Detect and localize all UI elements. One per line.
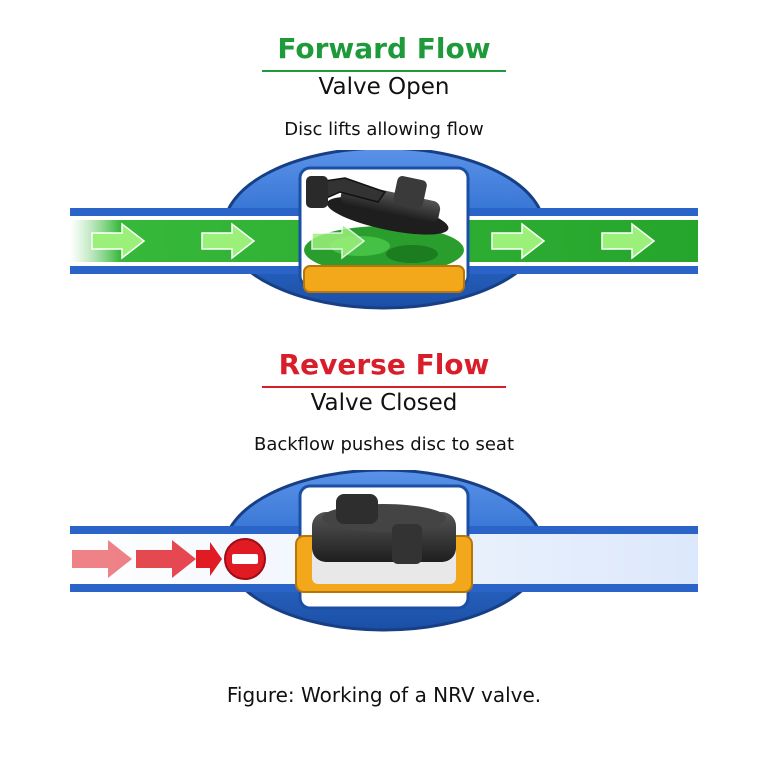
right-arrow-icon — [311, 222, 366, 260]
reverse-arrow-1 — [72, 540, 132, 578]
forward-flow-description: Disc lifts allowing flow — [284, 119, 484, 140]
reverse-title-underline — [262, 386, 506, 388]
right-arrow-icon — [491, 222, 546, 260]
reverse-flow-title: Reverse Flow — [278, 348, 490, 381]
forward-valve-seat — [303, 265, 465, 293]
forward-flow-title: Forward Flow — [277, 32, 491, 65]
right-arrow-icon — [91, 222, 146, 260]
reverse-disc — [312, 494, 456, 564]
forward-valve-state: Valve Open — [318, 74, 450, 100]
figure-caption: Figure: Working of a NRV valve. — [226, 683, 542, 707]
reverse-arrow-2 — [136, 540, 196, 578]
forward-title-underline — [262, 70, 506, 72]
right-arrow-icon — [201, 222, 256, 260]
no-entry-icon — [224, 538, 266, 580]
reverse-valve-state: Valve Closed — [310, 390, 458, 416]
forward-valve-diagram — [70, 150, 698, 310]
reverse-arrows — [72, 540, 222, 578]
reverse-flow-description: Backflow pushes disc to seat — [253, 434, 515, 455]
reverse-valve-diagram — [70, 470, 698, 632]
right-arrow-icon — [601, 222, 656, 260]
reverse-arrow-3 — [196, 542, 222, 576]
